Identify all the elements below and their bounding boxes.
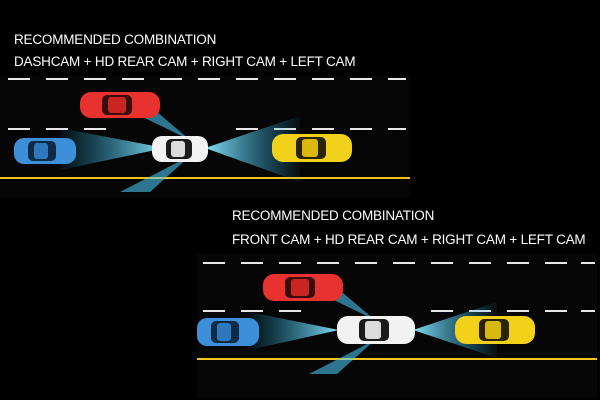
combination-2-heading: RECOMMENDED COMBINATION — [232, 208, 435, 223]
combination-1-cameras: DASHCAM + HD REAR CAM + RIGHT CAM + LEFT… — [14, 54, 356, 69]
road-scene-2 — [197, 254, 597, 398]
right-camera-beam — [309, 340, 375, 374]
yellow-car — [455, 316, 535, 344]
blue-car — [197, 318, 259, 346]
combination-1-heading: RECOMMENDED COMBINATION — [14, 32, 217, 47]
front-camera-beam — [205, 116, 300, 182]
lane-markings — [8, 78, 406, 130]
road-edge-line — [197, 358, 597, 360]
white-car — [152, 136, 208, 162]
red-car — [80, 92, 160, 118]
rear-camera-beam — [60, 128, 165, 170]
right-camera-beam — [120, 156, 190, 192]
combination-2-cameras: FRONT CAM + HD REAR CAM + RIGHT CAM + LE… — [232, 232, 586, 247]
blue-car — [14, 138, 76, 164]
road-scene-1 — [0, 76, 410, 198]
yellow-car — [272, 134, 352, 162]
red-car — [263, 274, 343, 301]
white-car — [337, 316, 415, 344]
road-edge-line — [0, 177, 410, 179]
rear-camera-beam — [249, 312, 339, 350]
